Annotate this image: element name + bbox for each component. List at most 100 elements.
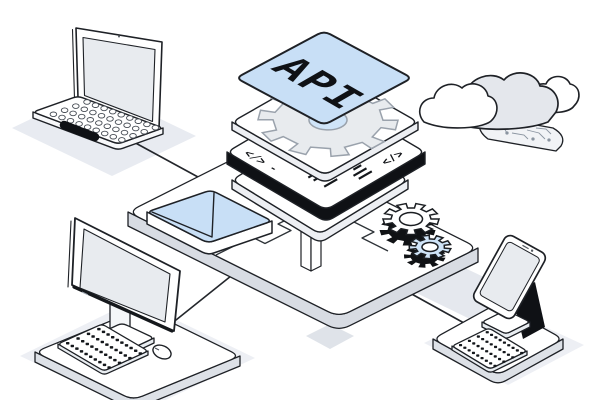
key: [117, 361, 122, 365]
key: [93, 358, 97, 361]
key: [80, 106, 89, 113]
key: [96, 338, 100, 341]
key: [101, 330, 106, 334]
key: [129, 133, 137, 139]
key: [66, 342, 70, 345]
key: [69, 110, 77, 117]
blue-gear: [403, 232, 457, 268]
phone-camera-dot: [530, 249, 534, 252]
key: [138, 352, 142, 355]
key: [498, 348, 502, 351]
key: [134, 349, 138, 352]
white-gear: [379, 201, 443, 246]
key: [476, 335, 480, 338]
key: [81, 340, 85, 343]
key: [507, 344, 511, 347]
key: [476, 344, 480, 348]
key: [107, 366, 111, 369]
monitor-screen: [79, 228, 171, 323]
key: [103, 123, 112, 129]
key: [83, 124, 92, 130]
key: [459, 344, 463, 347]
barcode-line: [352, 167, 368, 177]
barcode-line: [323, 178, 338, 188]
key: [480, 357, 484, 360]
key: [97, 327, 101, 331]
white-gear-hole: [398, 212, 425, 227]
key: [480, 347, 484, 350]
key: [115, 338, 119, 342]
key: [506, 353, 510, 356]
key: [143, 121, 151, 128]
key: [120, 129, 129, 136]
key: [91, 102, 100, 108]
key: [463, 346, 467, 349]
key: [485, 331, 489, 334]
mobile-keys: [459, 331, 524, 368]
key: [123, 122, 131, 129]
key: [72, 103, 80, 109]
key: [85, 342, 89, 346]
key: [489, 352, 493, 355]
key: [511, 346, 515, 349]
key: [493, 355, 497, 358]
key: [131, 125, 140, 132]
key: [119, 351, 123, 354]
key: [86, 117, 95, 123]
key: [490, 333, 494, 336]
key: [140, 128, 148, 135]
phone-screen: [479, 241, 540, 312]
key: [493, 364, 497, 368]
key: [134, 118, 143, 124]
key: [89, 109, 97, 116]
key: [86, 332, 91, 336]
key: [100, 130, 109, 137]
key: [102, 363, 107, 367]
key: [123, 354, 127, 357]
key: [498, 357, 502, 361]
monitor-underside: [72, 285, 174, 333]
key: [106, 333, 110, 336]
circuit-node: [531, 137, 535, 141]
monitor-logo: [81, 291, 89, 296]
key: [108, 108, 117, 115]
barcode-line: [358, 170, 373, 180]
cloud-front-lobe: [418, 83, 498, 129]
key: [70, 344, 74, 348]
phone-dock-top: [483, 310, 529, 334]
key: [129, 346, 133, 350]
key: [112, 126, 120, 133]
key: [502, 341, 506, 344]
laptop-keys: [49, 99, 160, 143]
key: [484, 359, 488, 362]
api-layer: [238, 31, 410, 125]
key: [99, 350, 103, 354]
desktop-keys: [66, 327, 142, 369]
key: [76, 337, 80, 340]
key: [118, 137, 126, 143]
key: [117, 112, 125, 118]
key: [111, 336, 115, 339]
laptop-link-line: [129, 139, 199, 178]
laptop-touchbar: [59, 120, 100, 142]
key: [58, 114, 66, 121]
blue-gear-hole: [420, 241, 440, 252]
key: [84, 352, 88, 356]
key: [481, 338, 485, 341]
key: [75, 121, 83, 127]
key: [114, 348, 118, 352]
key: [108, 356, 112, 359]
envelope-flap: [151, 192, 215, 238]
key: [92, 127, 100, 134]
key: [494, 345, 498, 349]
api-layer-stack: </> - </> API: [226, 31, 426, 242]
key: [502, 360, 506, 363]
key: [120, 341, 124, 344]
key: [104, 353, 108, 356]
key: [75, 347, 79, 350]
key: [511, 356, 515, 359]
circuit-trace: [526, 129, 546, 140]
key: [106, 116, 114, 122]
